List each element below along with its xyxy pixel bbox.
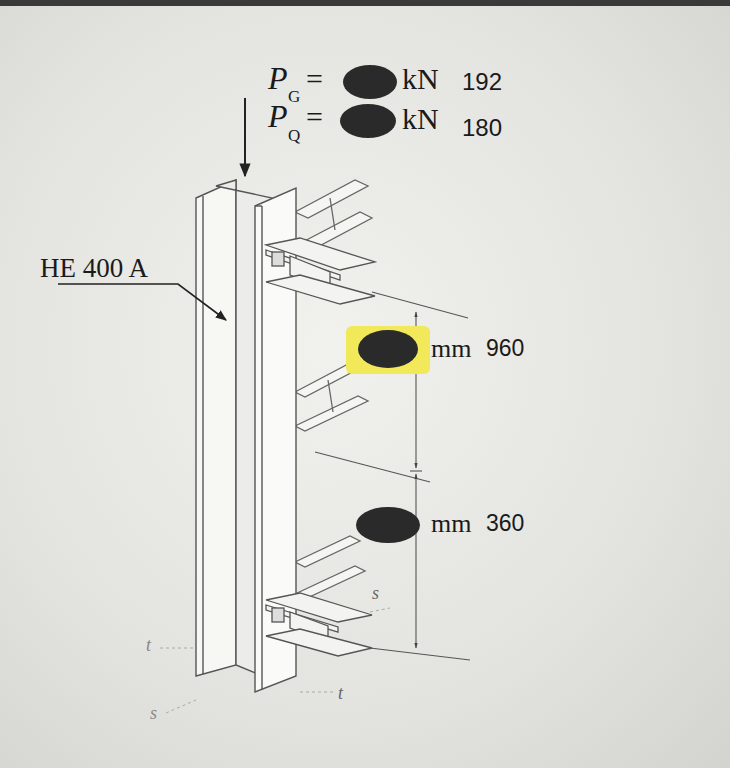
load-value: 180 [462,116,502,140]
unit-label: mm [431,336,471,362]
load-subscript: Q [288,127,300,144]
load-value: 192 [462,70,502,94]
axis-label: s [150,704,157,722]
unit-label: kN [402,64,439,94]
equals-sign: = [306,102,323,132]
dimension-value: 960 [486,337,524,360]
axis-label: t [338,684,343,702]
unit-label: kN [402,104,439,134]
dimension-value: 360 [486,512,524,535]
load-subscript: G [288,88,300,105]
equals-sign: = [306,64,323,94]
load-symbol: P [268,100,288,132]
load-symbol: P [268,62,288,94]
axis-label: s [372,584,379,602]
unit-label: mm [431,511,471,537]
section-label: HE 400 A [40,255,148,282]
axis-label: t [146,636,151,654]
